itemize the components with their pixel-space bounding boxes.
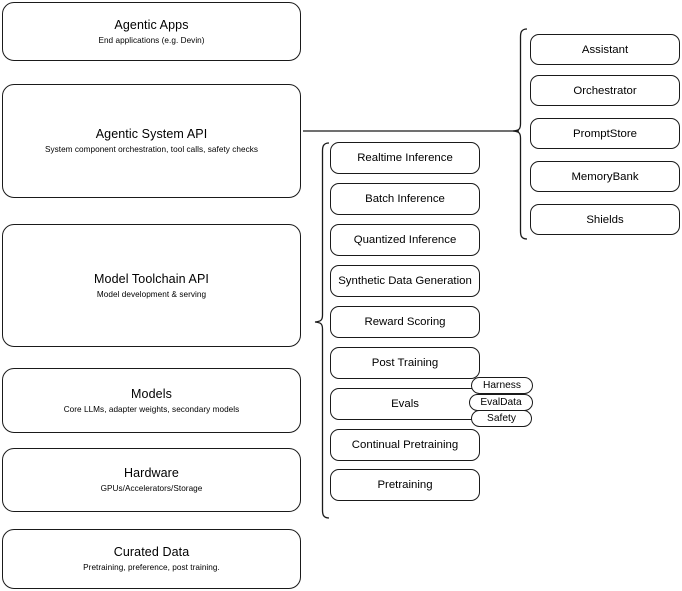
toolchain-item-reward-scoring[interactable]: Reward Scoring	[330, 306, 480, 338]
toolchain-item-label: Evals	[391, 398, 419, 410]
toolchain-item-quantized-inference[interactable]: Quantized Inference	[330, 224, 480, 256]
toolchain-item-post-training[interactable]: Post Training	[330, 347, 480, 379]
toolchain-item-batch-inference[interactable]: Batch Inference	[330, 183, 480, 215]
system-item-label: MemoryBank	[571, 170, 639, 183]
evals-badge-label: Harness	[483, 379, 521, 391]
toolchain-item-synthetic-data-generation[interactable]: Synthetic Data Generation	[330, 265, 480, 297]
layer-model-toolchain-api[interactable]: Model Toolchain API Model development & …	[2, 224, 301, 347]
toolchain-item-label: Post Training	[371, 357, 439, 369]
toolchain-item-label: Reward Scoring	[364, 316, 446, 328]
toolchain-item-realtime-inference[interactable]: Realtime Inference	[330, 142, 480, 174]
system-item-memorybank[interactable]: MemoryBank	[530, 161, 680, 192]
system-item-shields[interactable]: Shields	[530, 204, 680, 235]
system-item-assistant[interactable]: Assistant	[530, 34, 680, 65]
layer-subtitle: Pretraining, preference, post training.	[83, 563, 220, 572]
evals-badge-evaldata[interactable]: EvalData	[469, 394, 533, 411]
evals-badge-safety[interactable]: Safety	[471, 410, 532, 427]
layer-agentic-system-api[interactable]: Agentic System API System component orch…	[2, 84, 301, 198]
system-item-orchestrator[interactable]: Orchestrator	[530, 75, 680, 106]
layer-curated-data[interactable]: Curated Data Pretraining, preference, po…	[2, 529, 301, 589]
toolchain-item-label: Realtime Inference	[357, 152, 453, 164]
layer-subtitle: GPUs/Accelerators/Storage	[100, 484, 203, 493]
layer-title: Agentic Apps	[114, 17, 189, 32]
system-item-label: Shields	[586, 213, 624, 226]
toolchain-item-label: Synthetic Data Generation	[338, 275, 472, 287]
layer-hardware[interactable]: Hardware GPUs/Accelerators/Storage	[2, 448, 301, 512]
system-item-label: PromptStore	[573, 127, 637, 140]
layer-subtitle: Model development & serving	[96, 289, 207, 299]
layer-subtitle: Core LLMs, adapter weights, secondary mo…	[63, 404, 240, 414]
layer-subtitle: System component orchestration, tool cal…	[44, 145, 259, 154]
system-item-label: Orchestrator	[573, 84, 637, 97]
toolchain-item-label: Pretraining	[377, 479, 433, 491]
system-item-promptstore[interactable]: PromptStore	[530, 118, 680, 149]
layer-title: Agentic System API	[95, 127, 208, 141]
evals-badge-label: Safety	[487, 412, 516, 424]
toolchain-item-continual-pretraining[interactable]: Continual Pretraining	[330, 429, 480, 461]
brace-system-components	[512, 28, 528, 240]
brace-toolchain-components	[314, 142, 330, 519]
toolchain-item-label: Batch Inference	[365, 193, 445, 205]
evals-badge-label: EvalData	[480, 396, 522, 408]
layer-agentic-apps[interactable]: Agentic Apps End applications (e.g. Devi…	[2, 2, 301, 61]
layer-title: Curated Data	[113, 545, 190, 559]
toolchain-item-evals[interactable]: Evals	[330, 388, 480, 420]
toolchain-item-label: Quantized Inference	[353, 234, 457, 246]
toolchain-item-label: Continual Pretraining	[351, 439, 459, 451]
system-item-label: Assistant	[581, 43, 629, 56]
layer-title: Models	[131, 386, 172, 401]
layer-title: Model Toolchain API	[94, 271, 209, 286]
evals-badge-harness[interactable]: Harness	[471, 377, 533, 394]
toolchain-item-pretraining[interactable]: Pretraining	[330, 469, 480, 501]
layer-models[interactable]: Models Core LLMs, adapter weights, secon…	[2, 368, 301, 433]
layer-subtitle: End applications (e.g. Devin)	[98, 35, 205, 45]
layer-title: Hardware	[124, 466, 179, 480]
